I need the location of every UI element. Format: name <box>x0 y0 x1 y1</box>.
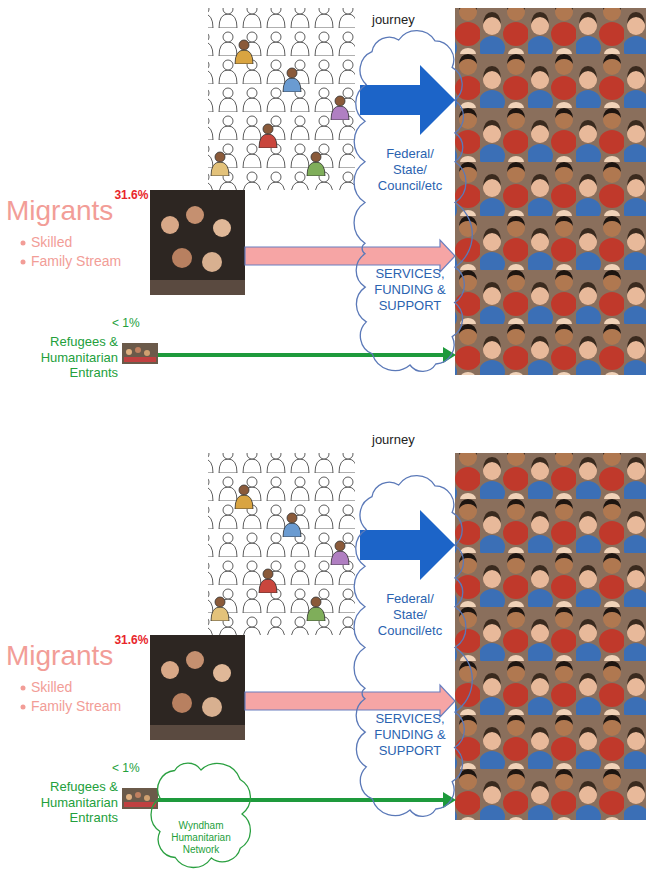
cloud-text: Federal/ State/ Council/etc <box>371 146 449 194</box>
cloud-text: SERVICES, FUNDING & SUPPORT <box>371 266 449 314</box>
text-label: Migrants <box>6 639 113 673</box>
text-label: Skilled <box>31 234 72 251</box>
percentage-label: 31.6% <box>114 633 148 647</box>
cloud-shape: Federal/ State/ Council/etcSERVICES, FUN… <box>355 475 465 820</box>
text-label: < 1% <box>112 316 140 330</box>
cloud-outline <box>355 475 465 820</box>
text-label: Migrants <box>6 194 113 228</box>
text-label: journey <box>372 432 415 448</box>
cloud-text: Wyndham Humanitarian Network <box>165 820 237 856</box>
text-label: Family Stream <box>31 698 121 715</box>
text-label: journey <box>372 12 415 28</box>
percentage-label: 31.6% <box>114 188 148 202</box>
text-label: Skilled <box>31 679 72 696</box>
cloud-text: Federal/ State/ Council/etc <box>371 591 449 639</box>
cloud-shape: Federal/ State/ Council/etcSERVICES, FUN… <box>355 30 465 375</box>
text-label: Refugees & Humanitarian Entrants <box>18 334 118 381</box>
cloud-text: SERVICES, FUNDING & SUPPORT <box>371 711 449 759</box>
cloud-shape: Wyndham Humanitarian Network <box>150 760 252 868</box>
text-label: Family Stream <box>31 253 121 270</box>
text-label: Refugees & Humanitarian Entrants <box>18 779 118 826</box>
cloud-outline <box>355 30 465 375</box>
text-label: < 1% <box>112 761 140 775</box>
